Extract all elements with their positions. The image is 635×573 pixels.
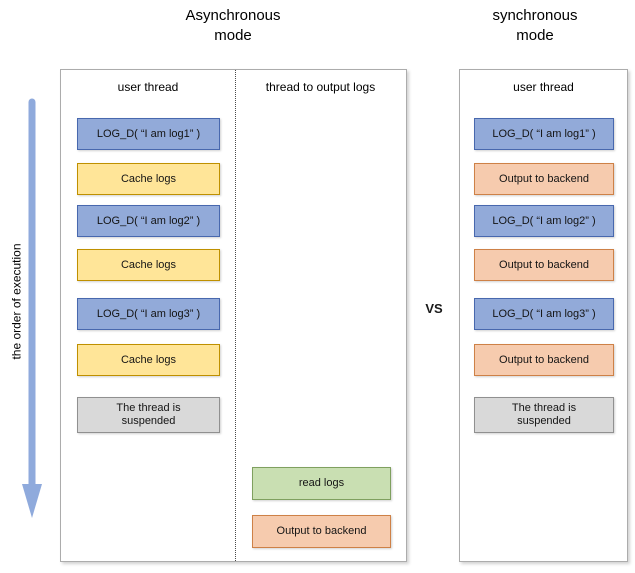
async-panel: user thread thread to output logs LOG_D(… [60,69,407,562]
async-output-thread-header: thread to output logs [265,80,376,94]
step-box-read-logs: read logs [252,467,391,500]
step-box-log-call: LOG_D( “I am log1” ) [474,118,614,150]
step-box-cache-logs: Cache logs [77,344,220,376]
vs-label: VS [425,301,443,316]
execution-order-arrow-icon [22,98,42,518]
step-box-output-to-backend: Output to backend [474,344,614,376]
step-box-thread-suspended: The thread is suspended [474,397,614,433]
async-user-thread-header: user thread [117,80,179,94]
async-mode-title: Asynchronous mode [185,7,281,44]
step-box-log-call: LOG_D( “I am log3” ) [474,298,614,330]
step-box-thread-suspended: The thread is suspended [77,397,220,433]
step-box-cache-logs: Cache logs [77,163,220,195]
sync-panel: user thread LOG_D( “I am log1” ) Output … [459,69,628,562]
sync-mode-title: synchronous mode [492,7,578,44]
step-box-log-call: LOG_D( “I am log2” ) [77,205,220,237]
step-box-log-call: LOG_D( “I am log2” ) [474,205,614,237]
step-box-log-call: LOG_D( “I am log3” ) [77,298,220,330]
step-box-output-to-backend: Output to backend [474,249,614,281]
sync-user-thread-header: user thread [513,80,574,94]
execution-order-label: the order of execution [9,243,24,360]
step-box-cache-logs: Cache logs [77,249,220,281]
step-box-output-to-backend: Output to backend [474,163,614,195]
step-box-output-to-backend: Output to backend [252,515,391,548]
step-box-log-call: LOG_D( “I am log1” ) [77,118,220,150]
thread-divider-dotted-line [235,70,236,561]
